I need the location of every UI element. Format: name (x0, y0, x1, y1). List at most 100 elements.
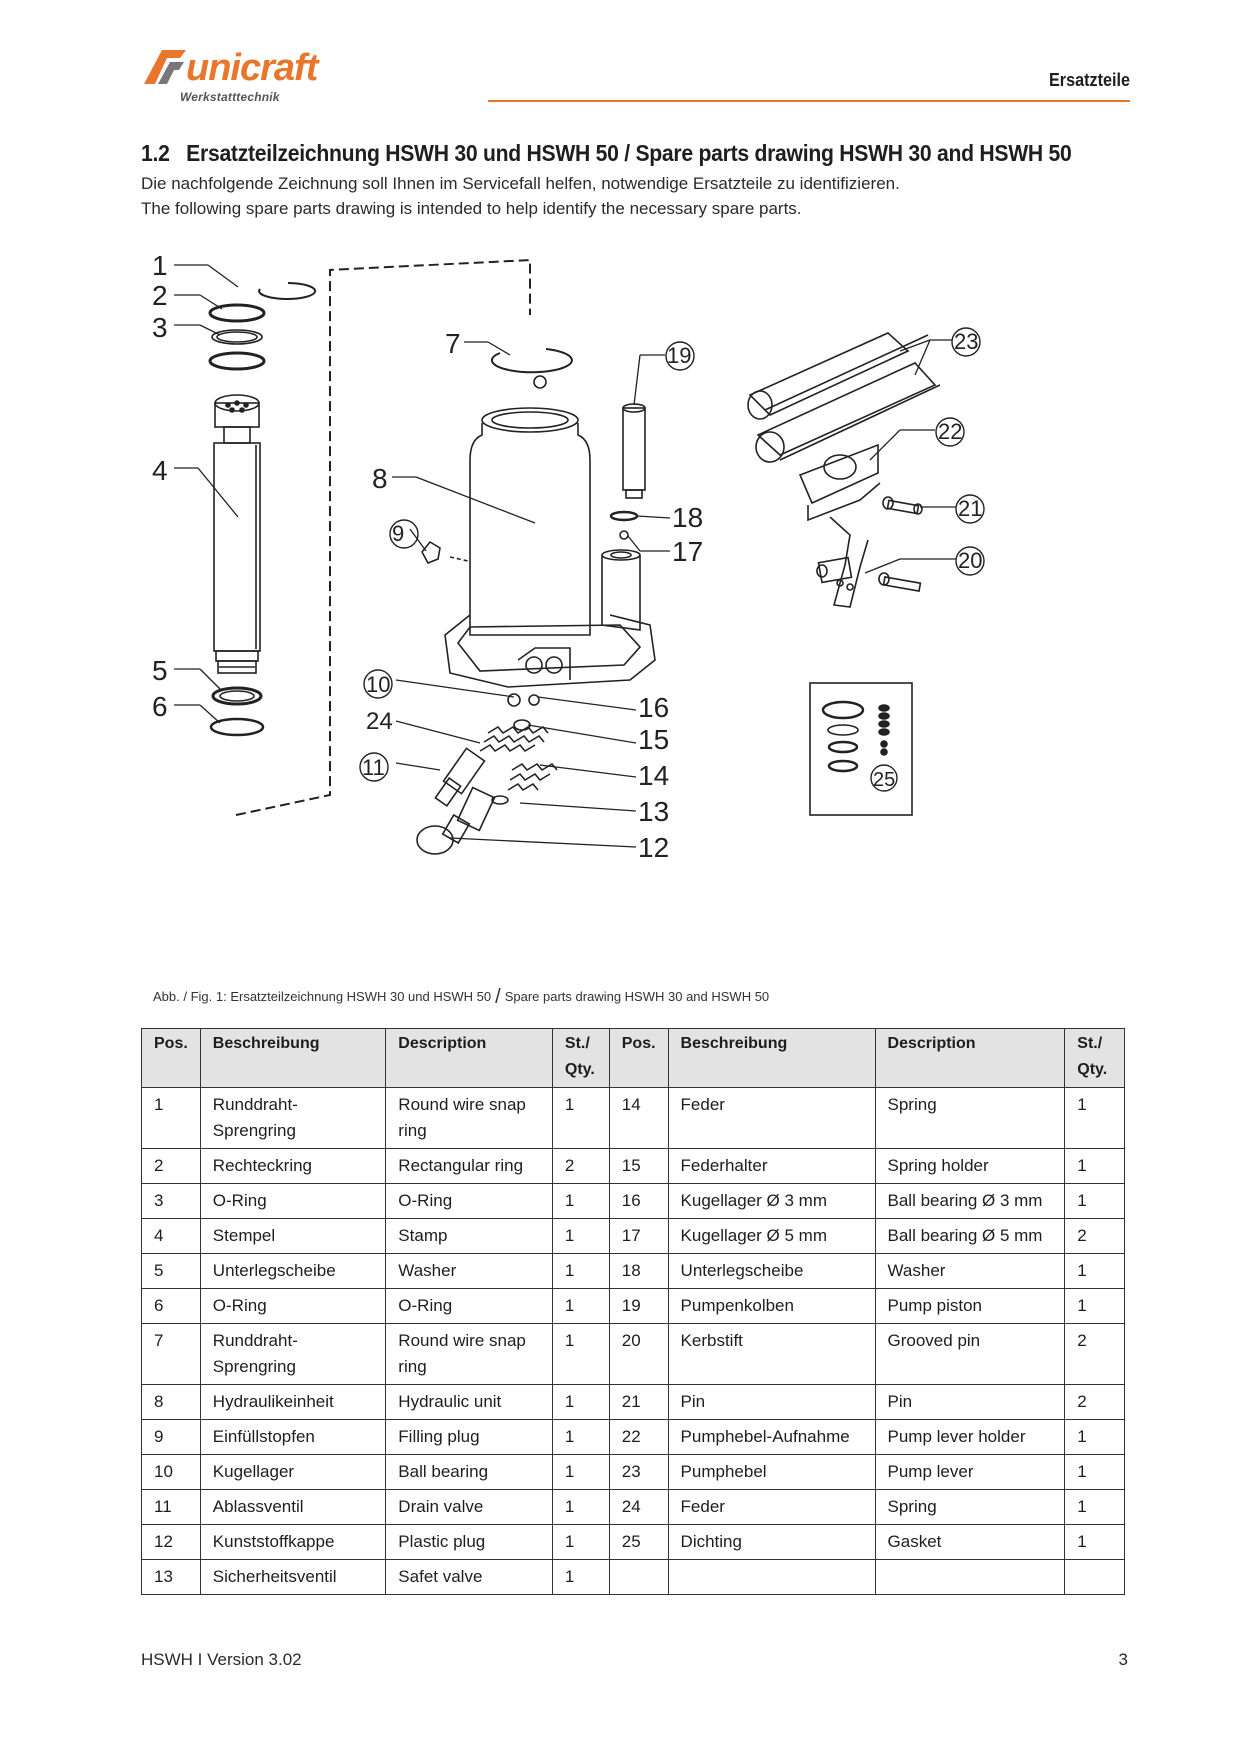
cell-description-2: Gasket (874, 1524, 1066, 1560)
page-number: 3 (1118, 1650, 1128, 1669)
cell-qty-2: 2 (1064, 1218, 1125, 1254)
callout-labels: 1 2 3 4 5 6 7 8 9 10 11 12 13 14 15 16 1… (152, 250, 982, 863)
callout-24: 24 (366, 708, 393, 735)
cell-description: Round wire snap ring (385, 1323, 553, 1385)
cell-qty: 1 (551, 1253, 610, 1289)
cell-description-2: Pump piston (874, 1288, 1066, 1324)
cell-description: Rectangular ring (385, 1148, 553, 1184)
spare-parts-table: Pos. Beschreibung Description St./Qty. P… (141, 1028, 1125, 1595)
cell-description: Drain valve (385, 1489, 553, 1525)
cell-qty-2: 2 (1064, 1384, 1125, 1420)
cell-qty-2: 1 (1064, 1148, 1125, 1184)
cell-beschreibung-2: Pin (667, 1384, 876, 1420)
callout-7: 7 (445, 328, 461, 359)
cell-qty: 2 (551, 1148, 610, 1184)
footer-version: HSWH I Version 3.02 (141, 1650, 302, 1669)
callout-20: 20 (958, 548, 982, 573)
callout-1: 1 (152, 255, 168, 281)
cell-pos-2: 17 (608, 1218, 669, 1254)
cell-description-2: Pin (874, 1384, 1066, 1420)
cell-beschreibung: Kunststoffkappe (199, 1524, 387, 1560)
cell-qty-2: 1 (1064, 1087, 1125, 1149)
cell-description: Washer (385, 1253, 553, 1289)
callout-23: 23 (954, 329, 978, 354)
cell-description-2: Ball bearing Ø 5 mm (874, 1218, 1066, 1254)
cell-beschreibung: Rechteckring (199, 1148, 387, 1184)
cell-description-2: Pump lever holder (874, 1419, 1066, 1455)
cell-qty: 1 (551, 1183, 610, 1219)
header-qty: St./Qty. (551, 1028, 610, 1088)
cell-beschreibung-2: Dichting (667, 1524, 876, 1560)
header-pos-2: Pos. (608, 1028, 669, 1088)
callout-9: 9 (392, 521, 404, 546)
cell-pos-2: 14 (608, 1087, 669, 1149)
cell-description: O-Ring (385, 1288, 553, 1324)
cell-qty: 1 (551, 1454, 610, 1490)
callout-25: 25 (873, 769, 895, 791)
cell-beschreibung: Kugellager (199, 1454, 387, 1490)
cell-pos: 6 (141, 1288, 201, 1324)
cell-beschreibung-2: Kugellager Ø 3 mm (667, 1183, 876, 1219)
header-pos: Pos. (141, 1028, 201, 1088)
cell-qty-2: 1 (1064, 1489, 1125, 1525)
cell-description-2: Pump lever (874, 1454, 1066, 1490)
header-description: Description (385, 1028, 553, 1088)
cell-beschreibung-2: Pumpenkolben (667, 1288, 876, 1324)
cell-pos: 9 (141, 1419, 201, 1455)
callout-12: 12 (638, 832, 669, 863)
header-qty-2: St./Qty. (1064, 1028, 1125, 1088)
callout-14: 14 (638, 760, 669, 791)
header-beschreibung: Beschreibung (199, 1028, 387, 1088)
table-header-row: Pos. Beschreibung Description St./Qty. P… (141, 1028, 1125, 1088)
cell-description: Stamp (385, 1218, 553, 1254)
callout-22: 22 (938, 419, 962, 444)
cell-beschreibung: Runddraht-Sprengring (199, 1087, 387, 1149)
cell-pos: 3 (141, 1183, 201, 1219)
cell-qty: 1 (551, 1489, 610, 1525)
logo-subtitle: Werkstatttechnik (180, 90, 280, 104)
cell-pos-2 (608, 1559, 669, 1595)
cell-beschreibung-2: Kerbstift (667, 1323, 876, 1385)
cell-qty: 1 (551, 1087, 610, 1149)
callout-15: 15 (638, 724, 669, 755)
callout-19: 19 (667, 343, 691, 368)
cell-pos: 11 (141, 1489, 201, 1525)
cell-beschreibung: O-Ring (199, 1183, 387, 1219)
callout-17: 17 (672, 536, 703, 567)
cell-description: Round wire snap ring (385, 1087, 553, 1149)
cell-qty: 1 (551, 1218, 610, 1254)
cell-beschreibung-2: Pumphebel-Aufnahme (667, 1419, 876, 1455)
cell-qty-2: 1 (1064, 1288, 1125, 1324)
figure-caption: Abb. / Fig. 1: Ersatzteilzeichnung HSWH … (153, 986, 769, 1009)
header-description-2: Description (874, 1028, 1066, 1088)
intro-german: Die nachfolgende Zeichnung soll Ihnen im… (141, 174, 900, 193)
cell-qty-2: 1 (1064, 1524, 1125, 1560)
cell-qty: 1 (551, 1288, 610, 1324)
callout-11: 11 (362, 755, 385, 780)
callout-5: 5 (152, 655, 168, 686)
cell-beschreibung: Hydraulikeinheit (199, 1384, 387, 1420)
callout-10: 10 (366, 672, 390, 697)
cell-beschreibung: Einfüllstopfen (199, 1419, 387, 1455)
cell-pos-2: 23 (608, 1454, 669, 1490)
intro-english: The following spare parts drawing is int… (141, 199, 802, 218)
callout-16: 16 (638, 692, 669, 723)
cell-qty: 1 (551, 1524, 610, 1560)
caption-english: Spare parts drawing HSWH 30 and HSWH 50 (504, 989, 770, 1004)
cell-beschreibung: Sicherheitsventil (199, 1559, 387, 1595)
cell-description-2: Ball bearing Ø 3 mm (874, 1183, 1066, 1219)
cell-qty-2 (1064, 1559, 1125, 1595)
cell-qty-2: 1 (1064, 1253, 1125, 1289)
cell-qty: 1 (551, 1559, 610, 1595)
